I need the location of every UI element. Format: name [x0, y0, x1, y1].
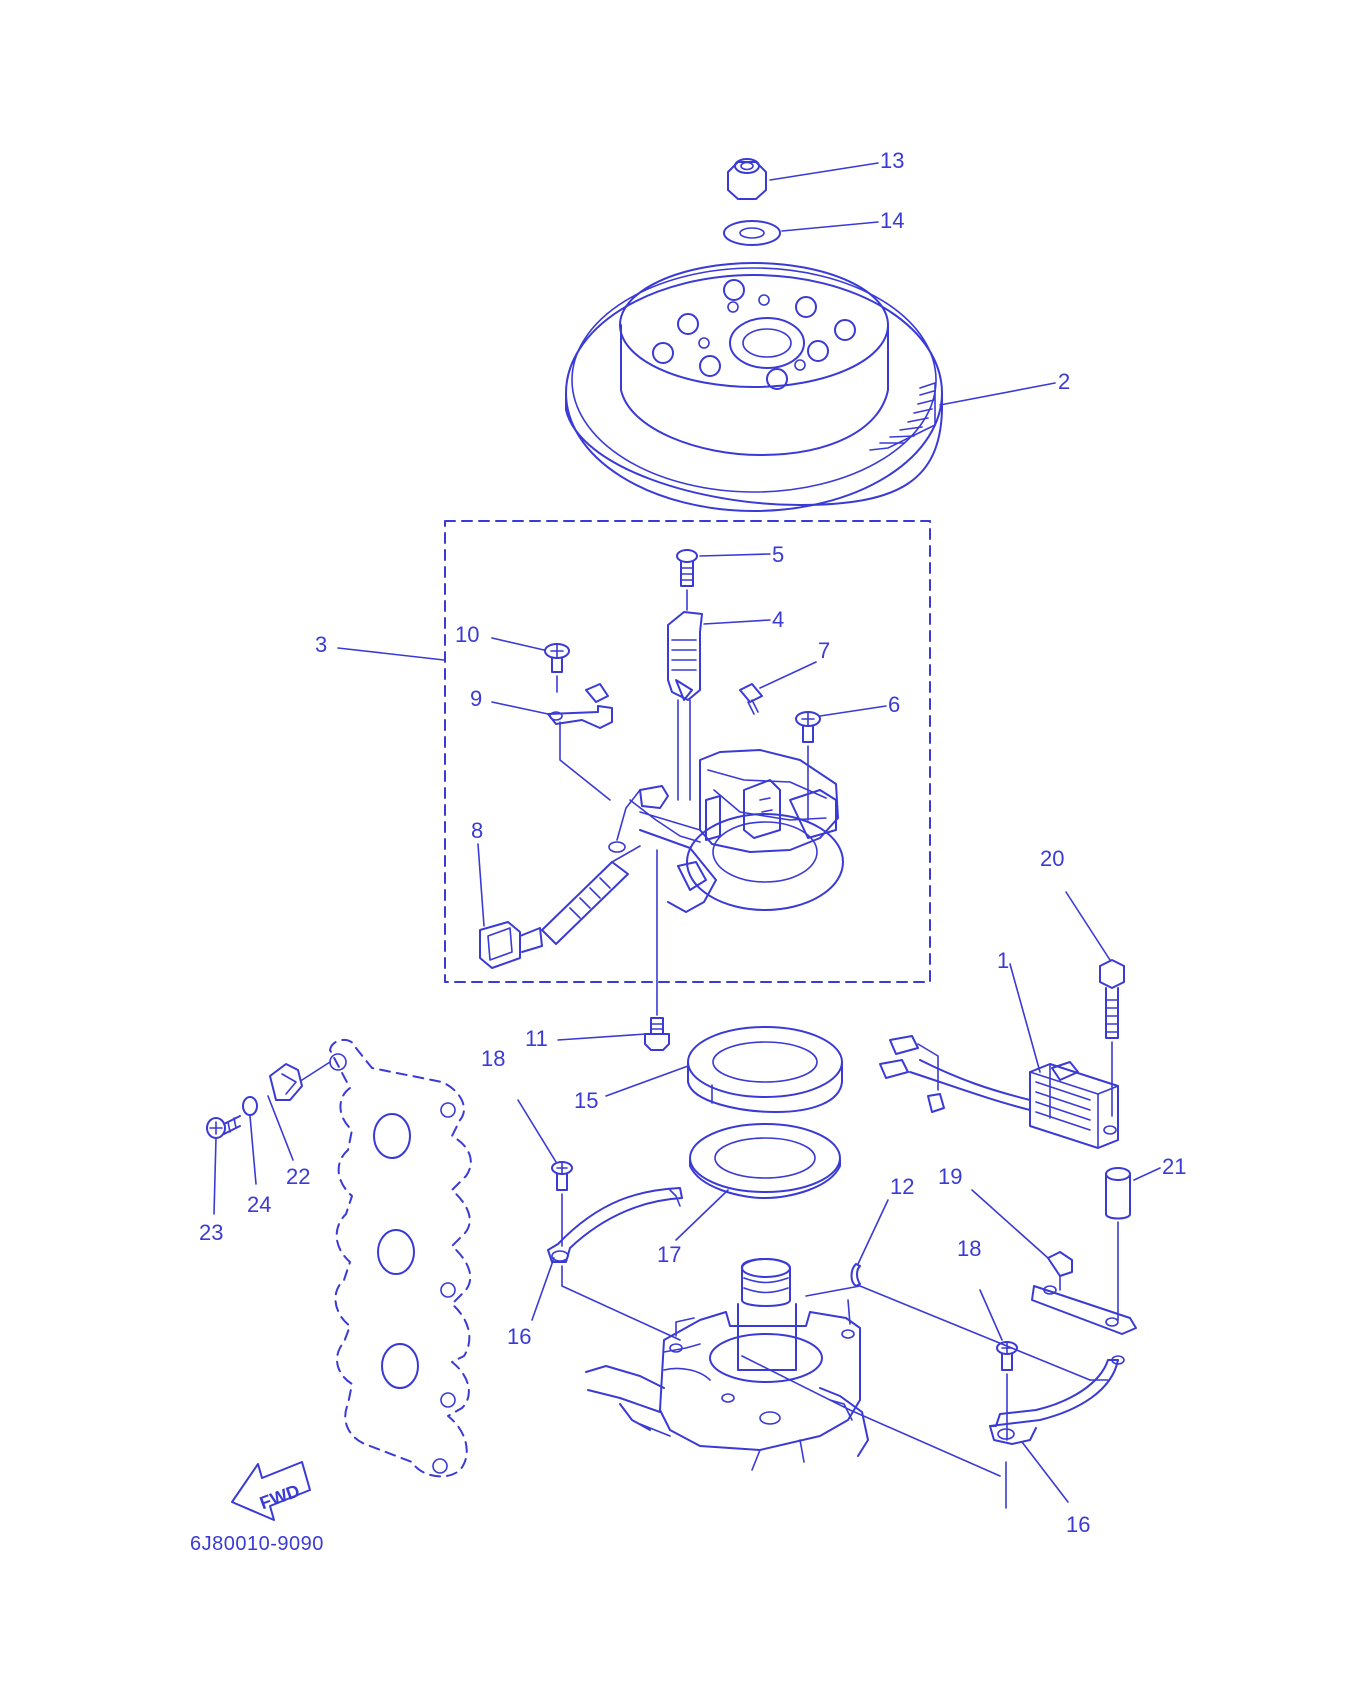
label-8: 8	[471, 818, 483, 843]
label-19: 19	[938, 1164, 962, 1189]
exhaust-screw	[206, 1115, 241, 1139]
label-23: 23	[199, 1220, 223, 1245]
flywheel-nut	[727, 158, 767, 200]
label-3: 3	[315, 632, 327, 657]
label-18-left: 18	[481, 1046, 505, 1071]
woodruff-key	[850, 1263, 861, 1287]
stator-screw-right	[795, 711, 821, 821]
stator-connector	[479, 845, 641, 969]
label-10: 10	[455, 622, 479, 647]
forward-arrow: FWD	[231, 1461, 311, 1521]
retainer-screw-left	[551, 1161, 573, 1247]
label-6: 6	[888, 692, 900, 717]
label-15: 15	[574, 1088, 598, 1113]
charge-coil-screw	[544, 643, 570, 693]
label-17: 17	[657, 1242, 681, 1267]
exhaust-washer	[242, 1096, 258, 1116]
magnet-ring	[687, 1026, 843, 1113]
washer	[723, 220, 781, 246]
flywheel	[565, 262, 943, 512]
rectifier-regulator	[879, 1035, 1119, 1149]
exhaust-clip	[269, 1061, 331, 1101]
label-11: 11	[525, 1026, 548, 1051]
label-13: 13	[880, 148, 904, 173]
gasket	[689, 1123, 841, 1199]
label-7: 7	[818, 638, 830, 663]
label-22: 22	[286, 1164, 310, 1189]
exhaust-cover	[329, 1039, 472, 1478]
rectifier-bolt	[1099, 959, 1125, 1117]
label-14: 14	[880, 208, 904, 233]
drawing-code: 6J80010-9090	[190, 1533, 324, 1555]
label-5: 5	[772, 542, 784, 567]
label-12: 12	[890, 1174, 914, 1199]
label-16-left: 16	[507, 1324, 531, 1349]
leader-lines	[213, 162, 1161, 1503]
label-1: 1	[997, 948, 1009, 973]
pulser-coil	[667, 611, 703, 801]
lighting-bracket	[547, 683, 613, 801]
label-18-right: 18	[957, 1236, 981, 1261]
label-4: 4	[772, 607, 784, 632]
stator-bolt	[644, 849, 670, 1051]
stator-screw	[676, 549, 698, 611]
part-labels: 13 14 2 5 4 10 3 7 9 6 8 20 1 11 18 15 2…	[199, 148, 1186, 1537]
clamp	[1031, 1251, 1137, 1335]
fwd-label: FWD	[257, 1481, 302, 1514]
stator-coil	[608, 749, 844, 913]
magnet-retainer-left	[547, 1187, 683, 1341]
label-16-right: 16	[1066, 1512, 1090, 1537]
collar	[1105, 1167, 1131, 1321]
label-24: 24	[247, 1192, 271, 1217]
magnet-retainer-right	[989, 1355, 1125, 1509]
crankcase	[585, 1258, 1109, 1477]
label-21: 21	[1162, 1154, 1186, 1179]
label-20: 20	[1040, 846, 1064, 871]
label-2: 2	[1058, 369, 1070, 394]
stator-assembly-group	[444, 520, 931, 983]
pulser-screw	[739, 683, 763, 715]
label-9: 9	[470, 686, 482, 711]
